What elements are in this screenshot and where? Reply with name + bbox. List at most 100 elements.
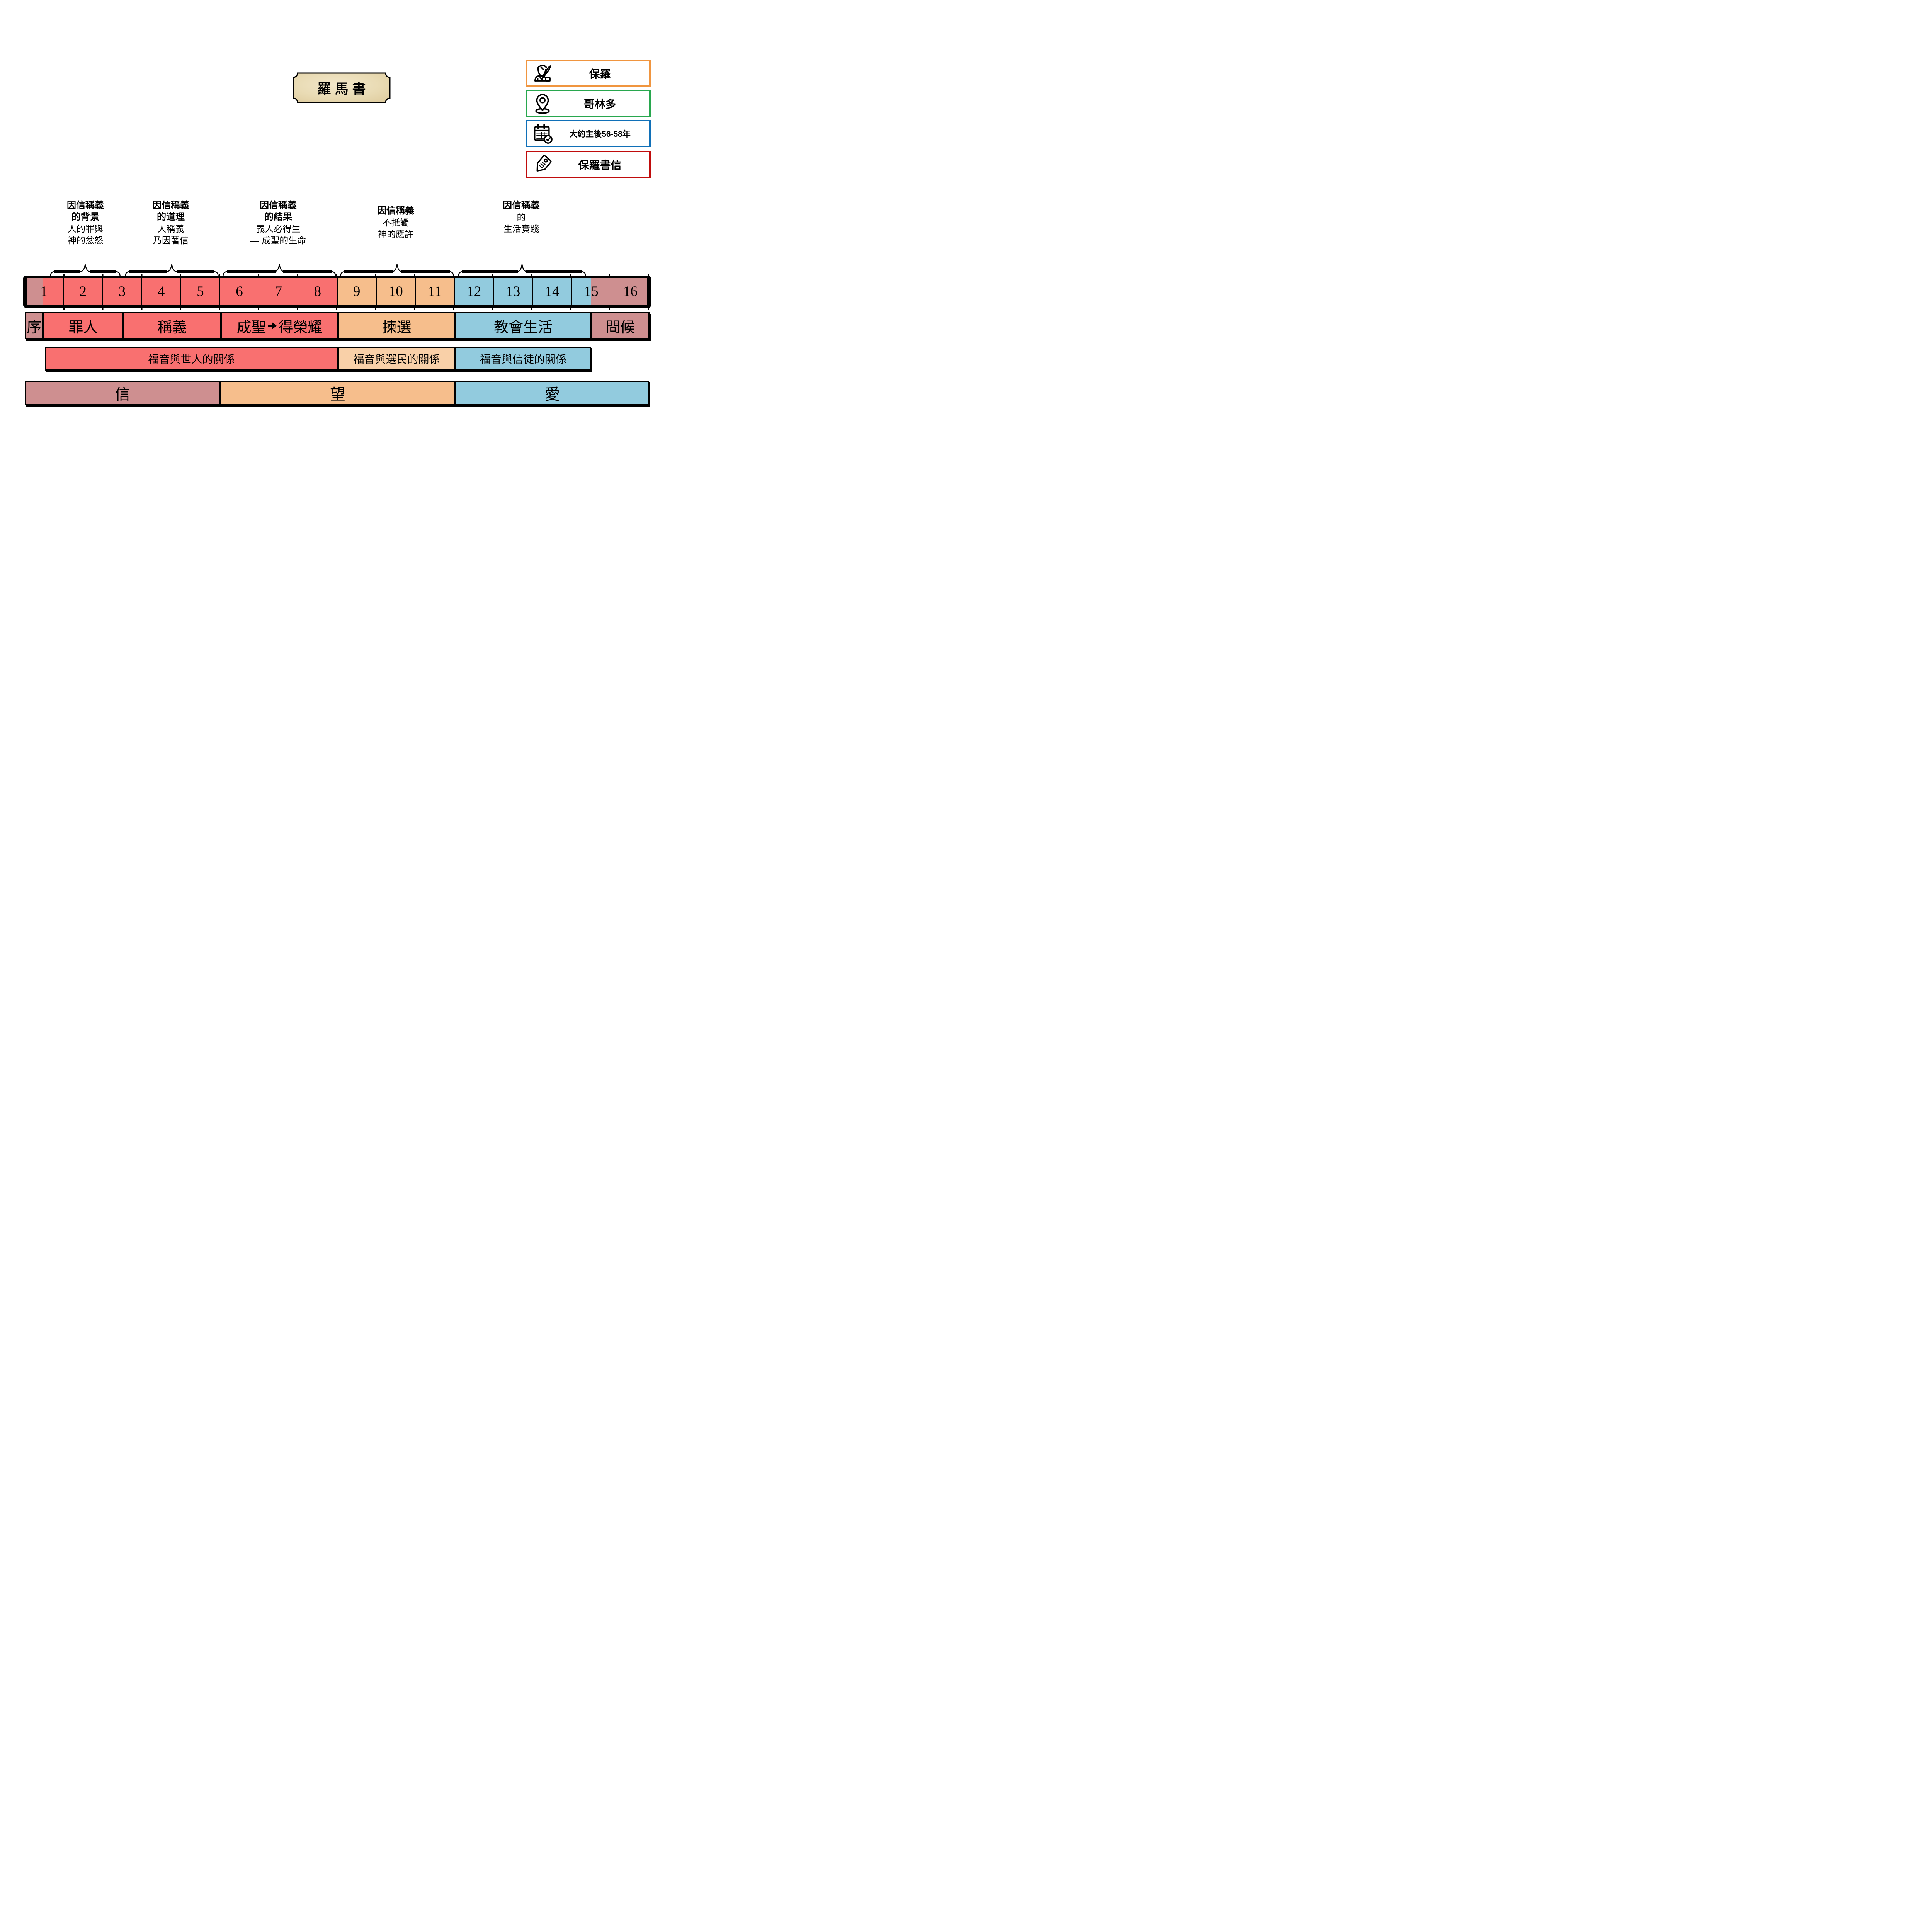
label-line: 因信稱義 <box>67 200 104 211</box>
section-text: 罪人 <box>68 319 98 336</box>
brace-1 <box>49 261 121 277</box>
theme-cell-love: 愛 <box>455 381 649 405</box>
chapter-number: 5 <box>197 284 204 299</box>
section-cell-justification: 稱義 <box>123 312 221 339</box>
brace-5 <box>457 261 587 277</box>
chapter-cell-9: 9 <box>337 278 376 305</box>
author-label: 保羅 <box>589 68 611 80</box>
chapter-cell-7: 7 <box>259 278 298 305</box>
section-cell-election: 揀選 <box>338 312 455 339</box>
label-line: — 成聖的生命 <box>250 235 306 245</box>
section-cell-greetings: 問候 <box>591 312 650 339</box>
chapter-cell-10: 10 <box>376 278 415 305</box>
info-card-location: 哥林多 <box>526 90 651 117</box>
label-line: 神的應許 <box>378 229 413 239</box>
chapter-cell-2: 2 <box>63 278 102 305</box>
relation-cell-believers: 福音與信徒的關係 <box>455 347 591 371</box>
label-line: 乃因著信 <box>153 235 189 245</box>
chapter-number: 6 <box>236 284 243 299</box>
chapter-cell-1: 1 <box>25 278 63 305</box>
section-cell-preface: 序 <box>25 312 43 339</box>
arrow-right-icon <box>267 321 277 330</box>
chapter-number: 12 <box>467 284 481 299</box>
theme-text: 信 <box>115 386 130 403</box>
label-line: 義人必得生 <box>256 224 301 234</box>
bar-right-cap <box>647 276 651 308</box>
section-text: 成聖 <box>236 319 266 336</box>
section-text: 得榮耀 <box>278 319 323 336</box>
chapter-cells: 1 2 3 4 5 6 7 8 9 10 11 12 13 14 15 16 <box>25 278 650 305</box>
section-cell-church-life: 教會生活 <box>455 312 591 339</box>
title-plaque: 羅馬書 <box>292 72 391 104</box>
info-card-category: 保羅書信 <box>526 151 651 178</box>
label-line: 因信稱義 <box>259 200 297 211</box>
location-pin-icon <box>532 93 553 114</box>
section-text: 揀選 <box>382 319 412 336</box>
chapter-number: 8 <box>314 284 321 299</box>
chapter-cell-5: 5 <box>180 278 219 305</box>
relation-cell-chosen: 福音與選民的關係 <box>338 347 455 371</box>
section-text: 稱義 <box>157 319 187 336</box>
romans-overview-diagram: 羅馬書 保羅 哥林多 <box>0 0 678 479</box>
section-text: 教會生活 <box>493 319 553 336</box>
label-line: 的 <box>517 212 526 222</box>
chapter-cell-3: 3 <box>102 278 141 305</box>
section-cell-sinners: 罪人 <box>43 312 123 339</box>
label-line: 因信稱義 <box>377 206 414 216</box>
chapter-cell-8: 8 <box>298 278 337 305</box>
chapter-number: 2 <box>79 284 87 299</box>
page-title: 羅馬書 <box>317 81 370 97</box>
section-label-background: 因信稱義 的背景 人的罪與 神的忿怒 <box>67 200 104 246</box>
relation-text: 福音與信徒的關係 <box>480 354 566 366</box>
brace-2 <box>124 261 219 277</box>
author-quill-icon <box>532 63 553 84</box>
info-card-author: 保羅 <box>526 60 651 87</box>
chapter-bar: 1 2 3 4 5 6 7 8 9 10 11 12 13 14 15 16 <box>23 274 651 310</box>
theme-text: 愛 <box>544 386 560 403</box>
label-line: 不抵觸 <box>382 218 409 228</box>
theme-cell-faith: 信 <box>25 381 220 405</box>
chapter-cell-4: 4 <box>141 278 180 305</box>
plaque-shape-icon <box>293 72 391 103</box>
chapter-number: 16 <box>623 284 638 299</box>
section-label-doctrine: 因信稱義 的道理 人稱義 乃因著信 <box>152 200 189 246</box>
relation-text: 福音與選民的關係 <box>353 354 440 366</box>
section-label-result: 因信稱義 的結果 義人必得生 — 成聖的生命 <box>250 200 306 246</box>
chapter-number: 7 <box>275 284 282 299</box>
chapter-cell-14: 14 <box>532 278 571 305</box>
chapter-number: 15 <box>584 284 599 299</box>
chapter-number: 10 <box>388 284 403 299</box>
chapter-cell-6: 6 <box>219 278 259 305</box>
relation-text: 福音與世人的關係 <box>148 354 235 366</box>
relation-cell-world: 福音與世人的關係 <box>45 347 338 371</box>
section-label-promise: 因信稱義 不抵觸 神的應許 <box>377 205 414 240</box>
chapter-number: 14 <box>545 284 560 299</box>
category-label: 保羅書信 <box>578 159 622 171</box>
chapter-number: 3 <box>118 284 126 299</box>
bar-left-cap <box>23 276 27 308</box>
chapter-number: 4 <box>157 284 165 299</box>
theme-text: 望 <box>330 386 345 403</box>
chapter-cell-16: 16 <box>610 278 650 305</box>
label-line: 人稱義 <box>157 224 184 234</box>
section-text: 問候 <box>605 319 635 336</box>
chapter-number: 9 <box>353 284 361 299</box>
label-line: 因信稱義 <box>503 200 540 211</box>
chapter-cell-13: 13 <box>493 278 532 305</box>
section-cell-sanctification: 成聖 得榮耀 <box>221 312 338 339</box>
brace-3 <box>222 261 337 277</box>
info-card-date: 大約主後56-58年 <box>526 120 651 147</box>
chapter-cell-15: 15 <box>571 278 611 305</box>
label-line: 生活實踐 <box>503 224 539 234</box>
chapter-number: 1 <box>40 284 48 299</box>
theme-cell-hope: 望 <box>220 381 455 405</box>
brace-4 <box>340 261 454 277</box>
location-label: 哥林多 <box>583 98 616 110</box>
label-line: 的道理 <box>157 212 185 222</box>
chapter-cell-11: 11 <box>415 278 454 305</box>
date-label: 大約主後56-58年 <box>569 129 631 139</box>
tag-icon <box>532 154 553 175</box>
label-line: 的結果 <box>264 212 292 222</box>
label-line: 因信稱義 <box>152 200 189 211</box>
chapter-number: 13 <box>506 284 520 299</box>
